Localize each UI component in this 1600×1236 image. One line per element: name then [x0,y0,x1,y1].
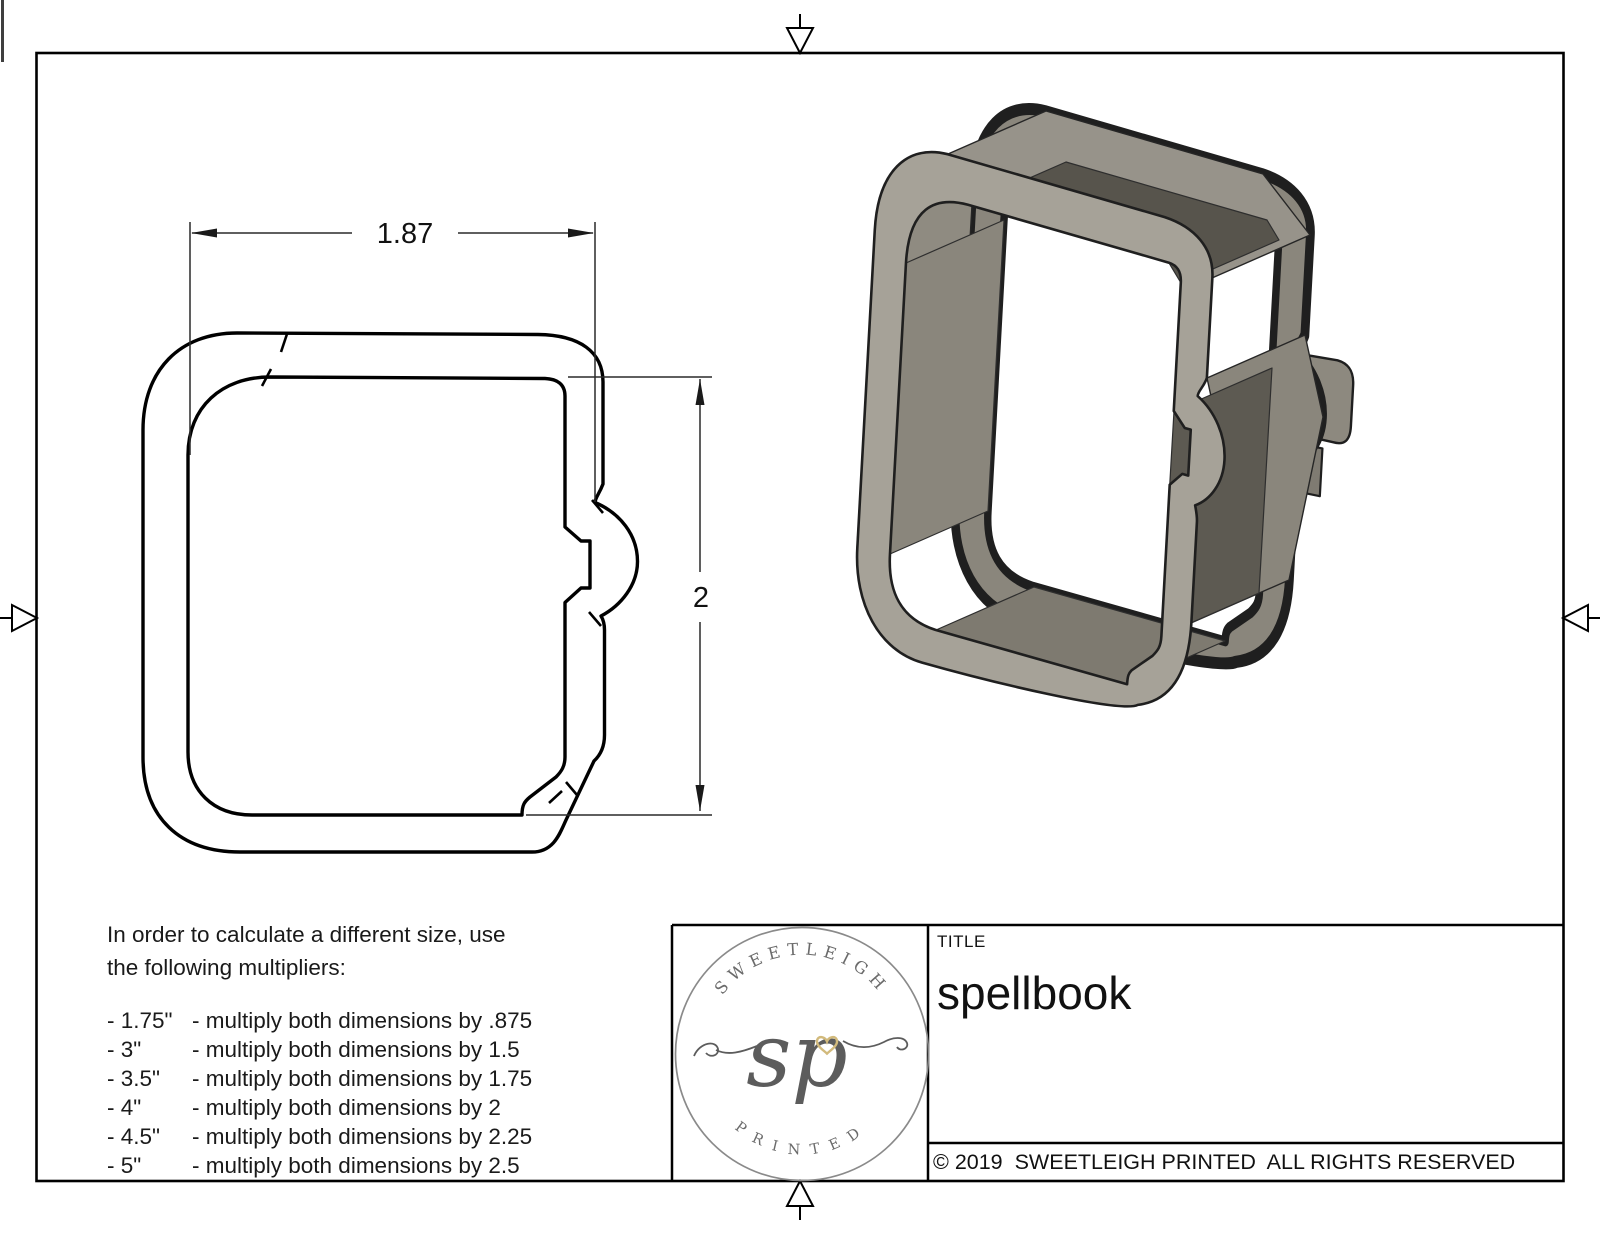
copyright-text: © 2019 SWEETLEIGH PRINTED ALL RIGHTS RES… [933,1150,1516,1174]
logo-monogram: sp [746,1004,848,1107]
centering-mark-left [0,603,40,633]
dimension-height-value: 2 [693,582,709,614]
multiplier-row: - 4" - multiply both dimensions by 2 [107,1093,707,1122]
multiplier-rule: - multiply both dimensions by 1.75 [192,1066,533,1091]
multiplier-rule: - multiply both dimensions by 1.5 [192,1037,520,1062]
page-title: spellbook [937,967,1132,1019]
brand-logo: SWEETLEIGH PRINTED sp [674,926,930,1182]
logo-arc-top-text: SWEETLEIGH [711,939,893,997]
outline-inner [186,375,592,817]
cutting-edge-ring [852,135,1237,744]
multiplier-rule: - multiply both dimensions by 2.5 [192,1153,520,1178]
dimension-height [526,376,712,816]
multiplier-size: - 4" [107,1095,142,1120]
multiplier-size: - 1.75" [107,1008,173,1033]
dimension-width-value: 1.87 [377,218,433,250]
multiplier-row: - 3" - multiply both dimensions by 1.5 [107,1035,707,1064]
dimension-height-arrows [695,379,705,811]
centering-mark-top [785,14,815,56]
logo-arc-bottom-text: PRINTED [732,1119,872,1159]
logo-heart-icon [815,1035,839,1056]
logo-circle [674,926,930,1182]
centering-mark-right [1560,603,1600,633]
dimension-width-arrows [191,228,594,238]
dimension-width [189,222,596,502]
multiplier-rule: - multiply both dimensions by .875 [192,1008,533,1033]
multiplier-rule: - multiply both dimensions by 2.25 [192,1124,533,1149]
edge-artifact [1,0,4,62]
multiplier-size: - 3" [107,1037,142,1062]
multiplier-rule: - multiply both dimensions by 2 [192,1095,501,1120]
sizing-note: In order to calculate a different size, … [107,918,707,984]
centering-mark-bottom [785,1178,815,1220]
multiplier-row: - 5" - multiply both dimensions by 2.5 [107,1151,707,1180]
title-block-label: TITLE [937,932,986,951]
multiplier-size: - 3.5" [107,1066,161,1091]
logo-flourish [693,1037,909,1057]
multiplier-size: - 4.5" [107,1124,161,1149]
sizing-note-line1: In order to calculate a different size, … [107,922,506,947]
sizing-note-line2: the following multipliers: [107,955,346,980]
multiplier-row: - 3.5" - multiply both dimensions by 1.7… [107,1064,707,1093]
multiplier-list: - 1.75" - multiply both dimensions by .8… [107,1006,707,1180]
multiplier-size: - 5" [107,1153,142,1178]
render-3d [852,92,1354,744]
multiplier-row: - 1.75" - multiply both dimensions by .8… [107,1006,707,1035]
outline-outer [141,331,640,854]
tangent-ticks [260,333,604,804]
multiplier-row: - 4.5" - multiply both dimensions by 2.2… [107,1122,707,1151]
profile-drawing-2d: 1.87 2 [141,218,712,854]
